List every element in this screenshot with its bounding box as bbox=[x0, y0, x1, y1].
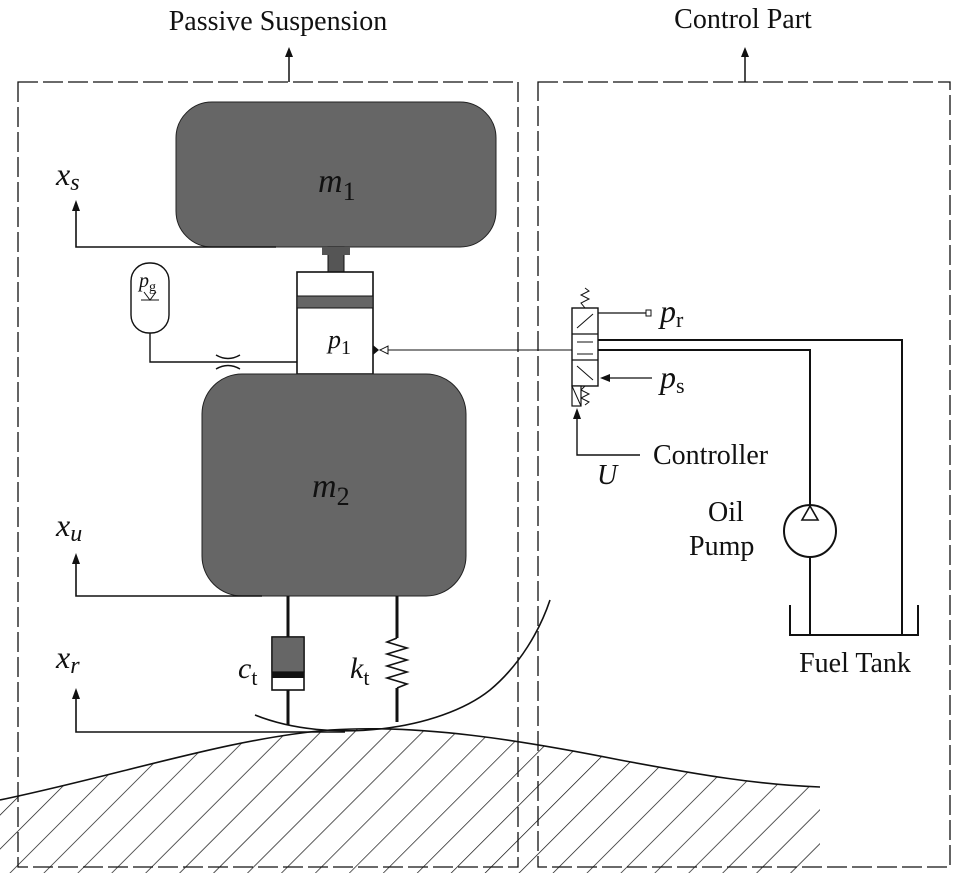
xr-indicator bbox=[72, 688, 345, 733]
kt-label: kt bbox=[350, 652, 369, 690]
ps-label: ps bbox=[658, 359, 685, 398]
oil-label: Oil bbox=[708, 497, 744, 528]
xs-indicator bbox=[72, 200, 276, 248]
tire-damper bbox=[271, 596, 305, 725]
m1-label: m1 bbox=[318, 163, 356, 206]
hydraulic-cylinder bbox=[296, 271, 374, 375]
piston-head bbox=[296, 295, 374, 309]
pr-label: pr bbox=[658, 293, 684, 332]
tire-contour bbox=[254, 599, 551, 732]
pump-supply-pipe bbox=[598, 349, 811, 505]
ground-hatch bbox=[0, 728, 820, 873]
pump-label: Pump bbox=[689, 531, 754, 562]
pg-label: pg bbox=[137, 270, 156, 295]
tire-spring bbox=[384, 596, 410, 722]
controller-label: Controller bbox=[653, 440, 769, 471]
m2-label: m2 bbox=[312, 468, 350, 511]
xu-label: xu bbox=[55, 507, 82, 547]
return-pressure-line bbox=[598, 309, 652, 317]
supply-pressure-line bbox=[600, 374, 652, 382]
orifice-restrictor bbox=[215, 354, 241, 370]
fuel-tank-label: Fuel Tank bbox=[799, 648, 911, 679]
ct-label: ct bbox=[238, 652, 257, 690]
road-profile bbox=[0, 727, 821, 801]
xs-label: xs bbox=[55, 156, 80, 196]
accumulator bbox=[130, 262, 170, 334]
oil-pump bbox=[783, 504, 837, 635]
controller-line bbox=[573, 408, 640, 456]
heading-arrow-left bbox=[285, 47, 293, 82]
control-signal-line bbox=[378, 345, 572, 355]
rod-cap bbox=[322, 247, 350, 255]
fuel-tank bbox=[789, 605, 919, 636]
xr-label: xr bbox=[55, 639, 80, 679]
p1-label: p1 bbox=[326, 325, 351, 359]
accumulator-line bbox=[149, 333, 297, 363]
servo-valve bbox=[571, 287, 599, 407]
tank-return-pipe bbox=[598, 339, 903, 635]
heading-arrow-right bbox=[741, 47, 749, 82]
control-part-heading: Control Part bbox=[674, 4, 812, 35]
xu-indicator bbox=[72, 553, 262, 597]
u-label: U bbox=[597, 460, 619, 491]
unsprung-mass-m2 bbox=[201, 373, 467, 597]
cylinder-port bbox=[373, 345, 379, 355]
passive-suspension-heading: Passive Suspension bbox=[169, 6, 388, 37]
